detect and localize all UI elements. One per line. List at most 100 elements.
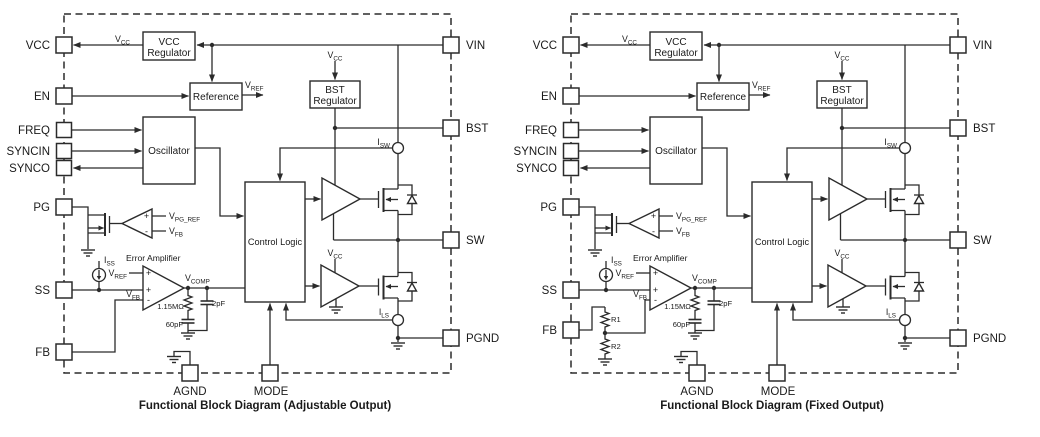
vcc-signal-label: VCC (328, 248, 343, 261)
divider-r2-icon (600, 336, 610, 357)
pin-label-syncin: SYNCIN (514, 146, 557, 158)
soft-start-current-source (598, 261, 614, 290)
oscillator-block: Oscillator (649, 116, 703, 185)
low-side-mosfet (884, 271, 925, 302)
reference-label: Reference (193, 92, 240, 103)
ea-minus-sign: - (654, 295, 657, 305)
pin-bst (442, 119, 460, 137)
ls-current-sense (898, 313, 912, 327)
vpgref-signal-label: VPG_REF (676, 211, 707, 224)
block-diagram-adjustable: + - + + - 1.15MΩ 60pF 2pF (7, 13, 499, 412)
pin-label-syncin: SYNCIN (7, 146, 50, 158)
bst-regulator-label: Regulator (313, 96, 357, 107)
pin-vcc (562, 36, 580, 54)
ground-symbol (897, 342, 913, 350)
pin-mode (768, 364, 786, 382)
body-diode-icon (905, 271, 925, 302)
ea-minus-sign: - (147, 295, 150, 305)
ground-symbol (180, 332, 196, 340)
pin-freq (55, 121, 73, 139)
pin-label-agnd: AGND (173, 386, 206, 398)
control-logic-label: Control Logic (248, 237, 303, 247)
control-logic-block: Control Logic (751, 181, 813, 303)
pin-pg (55, 198, 73, 216)
ground-symbol (328, 306, 344, 314)
error-amplifier: + + - (649, 264, 693, 312)
pin-label-vin: VIN (973, 40, 992, 52)
pin-label-pgnd: PGND (973, 333, 1006, 345)
pin-label-vcc: VCC (533, 40, 557, 52)
vfb-signal-label: VFB (126, 289, 140, 302)
bst-regulator-block: BST Regulator (309, 80, 361, 109)
pin-synco (562, 159, 580, 177)
ground-symbol (687, 332, 703, 340)
vcc-signal-label: VCC (622, 34, 637, 47)
vfb-signal-label: VFB (633, 289, 647, 302)
ils-signal-label: ILS (886, 307, 896, 320)
soft-start-current-source (91, 261, 107, 290)
vcc-regulator-label: VCC (158, 37, 179, 48)
error-amplifier-label: Error Amplifier (633, 253, 688, 263)
pin-label-pgnd: PGND (466, 333, 499, 345)
pin-en (562, 87, 580, 105)
pin-vin (949, 36, 967, 54)
comp-resistor-icon (183, 292, 193, 314)
pin-syncin (55, 142, 73, 160)
vcc-regulator-block: VCC Regulator (142, 31, 196, 61)
body-diode-icon (905, 184, 925, 216)
sw-current-sense (898, 141, 912, 155)
high-side-driver (828, 176, 886, 222)
sw-current-sense (391, 141, 405, 155)
pin-vin (442, 36, 460, 54)
pin-label-sw: SW (973, 235, 992, 247)
pin-label-en: EN (541, 91, 557, 103)
pg-plus-sign: + (651, 211, 656, 221)
pg-comparator: + - (120, 207, 166, 240)
vref-signal-label: VREF (109, 268, 128, 281)
vref-signal-label: VREF (245, 80, 264, 93)
comp-resistor-icon (690, 292, 700, 314)
pin-ss (562, 281, 580, 299)
pin-label-bst: BST (973, 123, 995, 135)
high-side-mosfet (377, 184, 418, 216)
pin-label-synco: SYNCO (9, 163, 50, 175)
ea-plus-sign: + (146, 285, 151, 295)
ea-plus-sign: + (146, 268, 151, 278)
pin-label-vin: VIN (466, 40, 485, 52)
pg-mosfet (72, 206, 122, 257)
vfb-signal-label: VFB (676, 226, 690, 239)
pin-label-agnd: AGND (680, 386, 713, 398)
pin-freq (562, 121, 580, 139)
ea-plus-sign: + (653, 268, 658, 278)
comp-resistor-value: 1.15MΩ (157, 302, 184, 311)
comp-cap-series-value: 60pF (166, 320, 184, 329)
ground-symbol (166, 355, 182, 364)
control-logic-block: Control Logic (244, 181, 306, 303)
pin-label-mode: MODE (254, 386, 289, 398)
pin-label-synco: SYNCO (516, 163, 557, 175)
pin-label-freq: FREQ (18, 125, 50, 137)
divider-r1-icon (600, 309, 610, 330)
pin-fb (562, 321, 580, 339)
body-diode-icon (398, 271, 418, 302)
wires (579, 42, 950, 365)
compensation-network: 1.15MΩ 60pF 2pF (664, 288, 732, 340)
isw-signal-label: ISW (377, 137, 390, 150)
pin-mode (261, 364, 279, 382)
pg-minus-sign: - (145, 227, 148, 237)
pin-agnd (688, 364, 706, 382)
figure-caption-fixed: Functional Block Diagram (Fixed Output) (660, 400, 884, 412)
vref-signal-label: VREF (752, 80, 771, 93)
bst-regulator-block: BST Regulator (816, 80, 868, 109)
comp-cap-parallel-value: 2pF (719, 299, 732, 308)
vcc-regulator-label: Regulator (147, 48, 191, 59)
pg-mosfet (579, 206, 629, 257)
signal-labels: VCC VREF VCC ISW VPG_REF VFB ISS Error A… (104, 34, 390, 320)
bst-regulator-label: BST (832, 85, 851, 96)
pin-label-ss: SS (35, 285, 51, 297)
ground-symbol (673, 355, 689, 364)
block-diagram-fixed: R1 R2 (514, 13, 1006, 412)
signal-labels: VCC VREF VCC ISW VPG_REF VFB ISS Error A… (611, 34, 897, 320)
iss-signal-label: ISS (611, 255, 622, 268)
